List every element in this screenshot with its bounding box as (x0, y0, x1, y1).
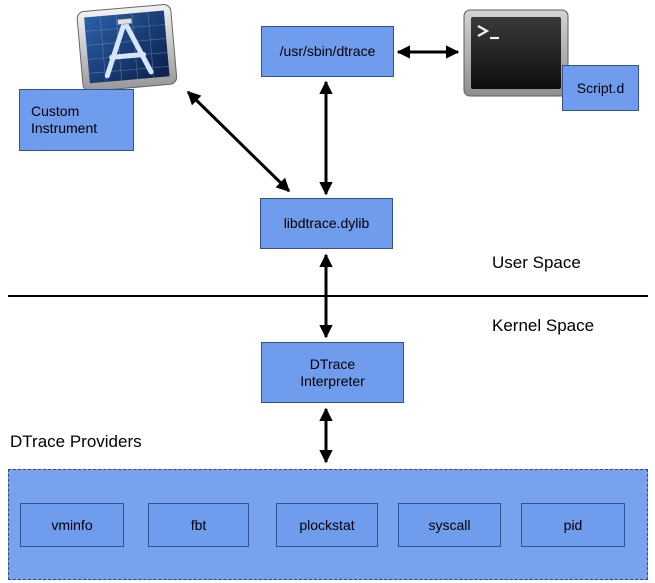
provider-plockstat: plockstat (276, 503, 378, 547)
dtrace-command-box: /usr/sbin/dtrace (261, 26, 394, 77)
kernel-space-label: Kernel Space (492, 316, 595, 335)
dtrace-command-label: /usr/sbin/dtrace (279, 43, 376, 59)
dtrace-interpreter-box: DTrace Interpreter (261, 342, 404, 403)
provider-fbt: fbt (148, 503, 249, 547)
provider-vminfo-label: vminfo (51, 516, 93, 533)
provider-pid: pid (521, 503, 625, 547)
libdtrace-box: libdtrace.dylib (260, 198, 393, 249)
provider-plockstat-label: plockstat (299, 516, 355, 533)
providers-heading: DTrace Providers (10, 432, 142, 451)
provider-syscall: syscall (398, 503, 501, 547)
provider-vminfo: vminfo (20, 503, 124, 547)
provider-pid-label: pid (563, 516, 583, 533)
provider-fbt-label: fbt (190, 516, 207, 533)
instruments-app-icon (76, 4, 178, 92)
user-space-label: User Space (492, 253, 581, 272)
terminal-app-icon (463, 9, 569, 97)
script-file-box: Script.d (562, 65, 639, 111)
provider-syscall-label: syscall (428, 516, 471, 533)
custom-instrument-box: Custom Instrument (19, 89, 134, 151)
script-file-label: Script.d (576, 79, 625, 96)
libdtrace-label: libdtrace.dylib (283, 215, 370, 231)
dtrace-interpreter-label: DTrace Interpreter (300, 355, 365, 389)
custom-instrument-label: Custom Instrument (31, 103, 98, 136)
arrow-instrument-libdtrace (186, 90, 291, 193)
